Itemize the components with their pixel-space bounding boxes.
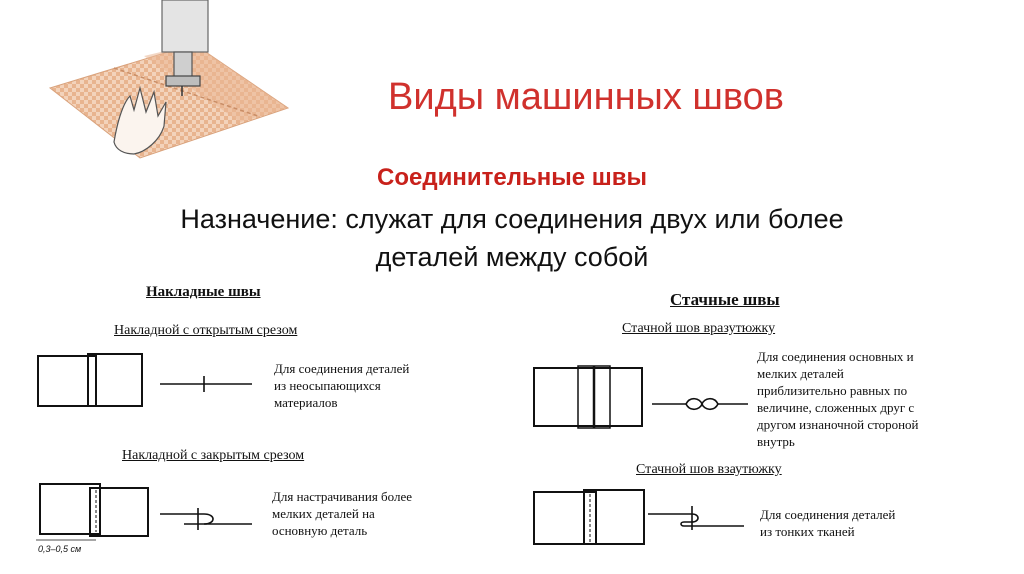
pressed-open-seam-symbol: [652, 397, 748, 411]
sewing-machine-illustration: [48, 0, 290, 159]
closed-cut-seam-symbol: [160, 508, 252, 530]
pressed-open-seam-diagram: [533, 365, 643, 429]
closed-cut-dimension: 0,3–0,5 см: [38, 544, 82, 554]
open-cut-seam-symbol: [160, 376, 252, 392]
seam-name-closed-cut: Накладной с закрытым срезом: [122, 448, 305, 463]
right-section-heading: Стачные швы: [670, 290, 780, 309]
seam-name-open-cut: Накладной с открытым срезом: [114, 323, 298, 338]
open-cut-seam-diagram: [37, 353, 143, 407]
seam-name-pressed-side: Стачной шов взаутюжку: [636, 462, 782, 477]
slide-title: Виды машинных швов: [388, 76, 784, 118]
seam-desc-closed-cut: Для настрачивания более мелких деталей н…: [272, 489, 413, 538]
left-section-heading: Накладные швы: [146, 284, 261, 300]
pressed-side-seam-diagram: [533, 489, 645, 545]
seam-name-pressed-open: Стачной шов вразутюжку: [622, 321, 776, 336]
pressed-side-seam-symbol: [648, 506, 744, 530]
purpose-text: Назначение: служат для соединения двух и…: [0, 200, 1024, 276]
closed-cut-seam-diagram: [36, 483, 149, 541]
section-subtitle: Соединительные швы: [377, 164, 647, 191]
seam-desc-pressed-open: Для соединения основных и мелких деталей…: [757, 349, 919, 449]
seam-desc-open-cut: Для соединения деталей из неосыпающихся …: [274, 361, 410, 410]
purpose-line-2: деталей между собой: [375, 242, 649, 272]
seam-desc-pressed-side: Для соединения деталей из тонких тканей: [760, 507, 896, 539]
purpose-line-1: Назначение: служат для соединения двух и…: [180, 204, 844, 234]
